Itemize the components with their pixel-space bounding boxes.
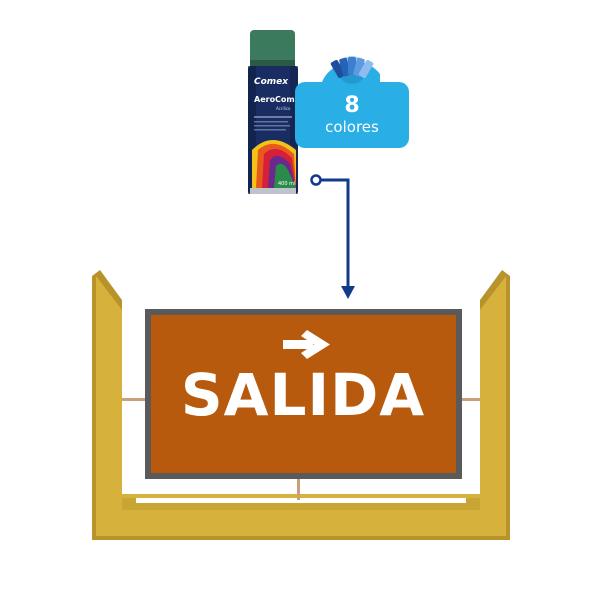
color-count-label: colores: [325, 118, 379, 136]
exit-sign-text: SALIDA: [180, 361, 426, 429]
rainbow-swatch-graphic: [252, 140, 296, 188]
color-count: 8: [344, 93, 360, 118]
spray-can: Comex AeroComex Acrílico 400 ml: [248, 30, 306, 194]
sign-supports: [122, 398, 480, 500]
sign-stand: [92, 270, 510, 540]
spray-can-brand: Comex: [254, 77, 289, 87]
spray-can-name: AeroComex: [254, 95, 306, 104]
arrow-right-icon: [283, 330, 330, 359]
spray-can-volume: 400 ml: [278, 181, 295, 187]
spray-can-subline: Acrílico: [276, 106, 291, 111]
color-count-badge: 8 colores: [295, 82, 409, 148]
color-swatch-icon: [330, 56, 374, 84]
connector-arrow: [310, 174, 355, 299]
spray-can-cap: [250, 30, 295, 66]
